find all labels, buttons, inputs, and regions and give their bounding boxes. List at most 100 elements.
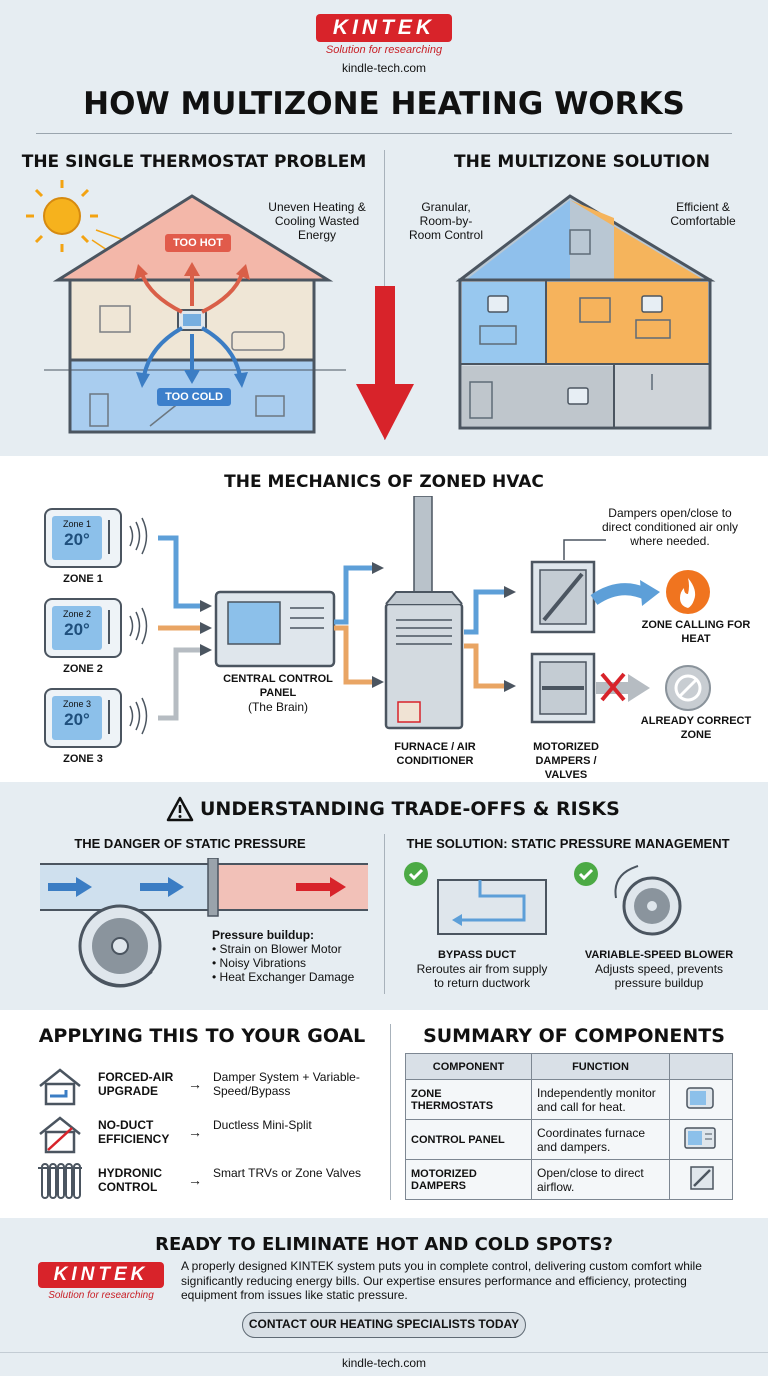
pressure-item-1: • Strain on Blower Motor (212, 942, 342, 956)
check-icon (574, 862, 598, 886)
zone-thermostat-icons (487, 295, 663, 405)
warning-icon (166, 796, 194, 822)
site-url[interactable]: kindle-tech.com (341, 61, 427, 75)
component-cell: ZONE THERMOSTATS (405, 1079, 532, 1120)
brand-tagline: Solution for researching (325, 44, 443, 56)
contact-specialists-button[interactable]: CONTACT OUR HEATING SPECIALISTS TODAY (242, 1312, 526, 1338)
solution-note-right: Efficient & Comfortable (670, 200, 736, 228)
col-function: FUNCTION (531, 1053, 670, 1080)
cta-heading: READY TO ELIMINATE HOT AND COLD SPOTS? (155, 1234, 613, 1255)
solution-note-left: Granular, Room-by-Room Control (408, 200, 484, 242)
bypass-title: BYPASS DUCT (437, 949, 517, 961)
zone3-thermostat: Zone 3 20° (44, 688, 122, 748)
zone1-buttons (108, 520, 116, 554)
bypass-desc: Reroutes air from supply to return ductw… (416, 962, 548, 990)
goal-row: HYDRONIC CONTROL → Smart TRVs or Zone Va… (36, 1162, 376, 1202)
static-pressure-diagram (40, 858, 368, 988)
cta-body: A properly designed KINTEK system puts y… (181, 1259, 702, 1302)
summary-table: COMPONENT FUNCTION ZONE THERMOSTATS Inde… (405, 1053, 733, 1200)
problem-note: Uneven Heating & Cooling Wasted Energy (268, 200, 366, 242)
damper-note: Dampers open/close to direct conditioned… (601, 506, 739, 548)
icon-cell (669, 1159, 733, 1200)
blower-title: VARIABLE-SPEED BLOWER (584, 949, 734, 961)
pressure-solutions-diagram (404, 862, 682, 936)
zone3-label: ZONE 3 (63, 753, 103, 765)
zone1-temp: 20° (64, 530, 90, 549)
col-icon (669, 1053, 733, 1080)
icon-cell (669, 1119, 733, 1160)
footer-url[interactable]: kindle-tech.com (341, 1356, 427, 1370)
too-hot-badge: TOO HOT (165, 234, 231, 252)
function-cell: Coordinates furnace and dampers. (531, 1119, 670, 1160)
tradeoffs-divider (384, 834, 385, 994)
goal-name: NO-DUCT EFFICIENCY (98, 1118, 170, 1146)
thermostat-icon (177, 309, 207, 331)
sun-icon (26, 180, 125, 257)
blower-desc: Adjusts speed, prevents pressure buildup (594, 962, 724, 990)
already-correct-label: ALREADY CORRECT ZONE (640, 715, 752, 741)
solution-pressure-heading: THE SOLUTION: STATIC PRESSURE MANAGEMENT (406, 836, 730, 851)
page-title: HOW MULTIZONE HEATING WORKS (83, 86, 685, 122)
zone2-screen-label: Zone 2 (62, 609, 92, 619)
goal-arrow: → (188, 1172, 202, 1188)
icon-cell (669, 1079, 733, 1120)
control-panel-sublabel: (The Brain) (247, 700, 309, 714)
cta-brand-logo[interactable]: KINTEK (38, 1262, 164, 1288)
brand-logo[interactable]: KINTEK (316, 14, 452, 42)
function-cell: Open/close to direct airflow. (531, 1159, 670, 1200)
zone1-label: ZONE 1 (63, 573, 103, 585)
damper-icon (690, 1166, 714, 1190)
tradeoffs-heading: UNDERSTANDING TRADE-OFFS & RISKS (200, 798, 620, 820)
goal-name: HYDRONIC CONTROL (98, 1166, 163, 1194)
zone2-label: ZONE 2 (63, 663, 103, 675)
variable-speed-blower-icon (614, 865, 682, 936)
thermostat-icon (686, 1087, 714, 1109)
control-panel-label: CENTRAL CONTROL PANEL (223, 673, 333, 699)
zone2-temp: 20° (64, 620, 90, 639)
dampers-label: MOTORIZED DAMPERS / VALVES (533, 741, 599, 781)
check-icon (404, 862, 428, 886)
component-cell: MOTORIZED DAMPERS (405, 1159, 532, 1200)
pressure-title: Pressure buildup: (212, 928, 315, 942)
control-panel-icon (684, 1127, 716, 1149)
solution-heading: THE MULTIZONE SOLUTION (454, 152, 710, 172)
multizone-house (455, 194, 716, 430)
cta-band (0, 1218, 768, 1376)
flame-icon (666, 570, 710, 614)
table-row: ZONE THERMOSTATS Independently monitor a… (405, 1079, 733, 1120)
bypass-duct-icon (437, 879, 547, 935)
cta-brand-tagline: Solution for researching (48, 1290, 154, 1301)
zone3-screen-label: Zone 3 (62, 699, 92, 709)
house-duct-icon (39, 1068, 81, 1106)
furnace-icon (384, 496, 464, 730)
table-row: CONTROL PANEL Coordinates furnace and da… (405, 1119, 733, 1160)
mechanics-band (0, 456, 768, 782)
goal-arrow: → (188, 1124, 202, 1140)
zone2-thermostat: Zone 2 20° (44, 598, 122, 658)
function-cell: Independently monitor and call for heat. (531, 1079, 670, 1120)
radiator-icon (38, 1163, 82, 1199)
control-panel-icon (214, 590, 336, 668)
summary-header-row: COMPONENT FUNCTION (405, 1053, 733, 1080)
zone1-screen-label: Zone 1 (62, 519, 92, 529)
goal-row: NO-DUCT EFFICIENCY → Ductless Mini-Split (36, 1114, 376, 1154)
component-cell: CONTROL PANEL (405, 1119, 532, 1160)
pressure-item-3: • Heat Exchanger Damage (212, 970, 355, 984)
signal-waves-icon (129, 517, 148, 735)
no-entry-icon (665, 665, 711, 711)
furnace-label: FURNACE / AIR CONDITIONER (394, 741, 476, 767)
zoned-hvac-flow (129, 496, 711, 735)
zone1-thermostat: Zone 1 20° (44, 508, 122, 568)
pressure-item-2: • Noisy Vibrations (212, 956, 307, 970)
goal-row: FORCED-AIR UPGRADE → Damper System + Var… (36, 1066, 376, 1106)
col-component: COMPONENT (405, 1053, 532, 1080)
goal-value: Smart TRVs or Zone Valves (213, 1166, 362, 1180)
goal-name: FORCED-AIR UPGRADE (98, 1070, 174, 1098)
summary-heading: SUMMARY OF COMPONENTS (423, 1025, 725, 1047)
too-cold-badge: TOO COLD (157, 388, 231, 406)
zone2-buttons (108, 610, 116, 644)
footer-divider (0, 1352, 768, 1353)
blower-fan-icon (78, 904, 162, 988)
goal-arrow: → (188, 1076, 202, 1092)
danger-heading: THE DANGER OF STATIC PRESSURE (74, 836, 306, 851)
